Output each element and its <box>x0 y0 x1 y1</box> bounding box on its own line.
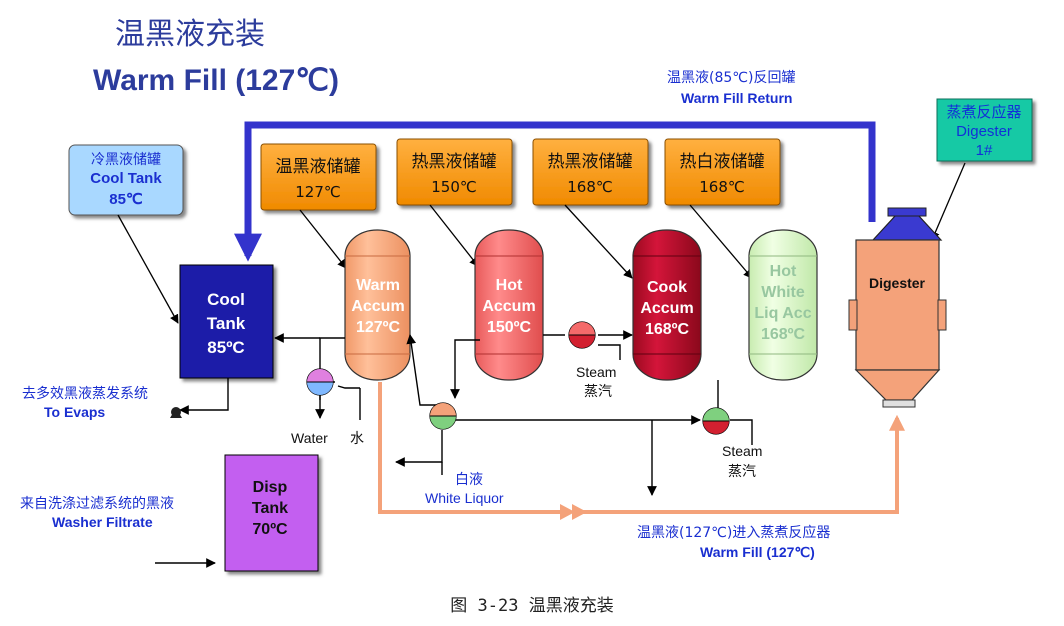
cook-accum-vessel <box>632 229 702 381</box>
warm-accum-line2: Accum <box>351 298 404 315</box>
hot-accum-line2: Accum <box>482 298 535 315</box>
warm-callout-temp: 127℃ <box>295 183 340 201</box>
warm-fill-line-a <box>378 382 570 514</box>
cool-callout-pointer <box>117 214 179 324</box>
white-liq-line2: White <box>761 284 805 301</box>
cool-tank-line3: 85ºC <box>207 338 244 357</box>
disp-tank-line2: Tank <box>252 500 288 517</box>
hot-accum-line1: Hot <box>496 277 523 294</box>
washer-label-en: Washer Filtrate <box>52 514 153 530</box>
water-label-en: Water <box>291 430 328 446</box>
title-english: Warm Fill (127℃) <box>93 64 339 97</box>
white-liq-accum-vessel <box>748 229 818 381</box>
disp-tank-line3: 70ºC <box>252 521 288 538</box>
evaps-label-cn: 去多效黑液蒸发系统 <box>22 385 148 402</box>
cool-tank-line2: Tank <box>207 314 246 333</box>
warm-fill-mix-point <box>560 504 587 520</box>
white-callout-temp: 168℃ <box>699 178 744 196</box>
warm-accum-line1: Warm <box>356 277 400 294</box>
cool-tank-line1: Cool <box>207 290 245 309</box>
white-callout-cn: 热白液储罐 <box>680 152 765 172</box>
digester-callout-box <box>936 98 1033 162</box>
digester-vessel <box>848 207 947 408</box>
hot-callout-box <box>396 138 513 206</box>
steam-1-label-cn: 蒸汽 <box>584 384 612 400</box>
title-chinese: 温黑液充装 <box>115 17 265 52</box>
white-liquor-label-en: White Liquor <box>425 490 504 506</box>
disp-tank-line1: Disp <box>253 479 288 496</box>
hot-accum-vessel <box>474 229 544 381</box>
washer-label-cn: 来自洗涤过滤系统的黑液 <box>20 496 174 512</box>
warm-accum-vessel <box>344 229 411 381</box>
cook-callout-temp: 168℃ <box>567 178 612 196</box>
hot-accum-line3: 150ºC <box>487 319 532 336</box>
warm-callout-pointer <box>299 209 347 269</box>
warm-callout-cn: 温黑液储罐 <box>276 157 361 177</box>
warm-fill-line-b <box>580 414 905 514</box>
digester-label: Digester <box>869 275 926 291</box>
cook-accum-line2: Accum <box>640 300 693 317</box>
digester-callout <box>936 98 1033 162</box>
return-line-label-cn: 温黑液(85℃)反回罐 <box>667 70 795 86</box>
white-liquor-exchanger <box>429 402 457 430</box>
steam-exchanger-2 <box>702 407 730 435</box>
warm-fill-out-label-cn: 温黑液(127℃)进入蒸煮反应器 <box>637 524 830 541</box>
cool-callout-temp: 85℃ <box>109 191 143 208</box>
return-line-label-en: Warm Fill Return <box>681 90 793 106</box>
cook-accum-line3: 168ºC <box>645 321 690 338</box>
hot-callout-pointer <box>429 204 479 267</box>
warm-fill-out-label-en: Warm Fill (127℃) <box>700 544 815 560</box>
disp-tank <box>224 454 319 572</box>
cool-callout-en: Cool Tank <box>90 170 162 187</box>
hot-callout-cn: 热黑液储罐 <box>412 152 497 172</box>
digester-callout-num: 1# <box>976 142 993 159</box>
steam-1-label-en: Steam <box>576 364 616 380</box>
evaps-pump-icon <box>170 407 182 418</box>
cook-callout-pointer <box>564 204 633 279</box>
water-cooler-exchanger <box>306 368 334 396</box>
warm-callout-box <box>260 143 377 211</box>
cook-callout-cn: 热黑液储罐 <box>548 152 633 172</box>
water-label-cn: 水 <box>350 431 364 447</box>
cool-callout-box <box>68 144 184 216</box>
hot-callout-temp: 150℃ <box>431 178 476 196</box>
cool-tank <box>179 264 274 379</box>
white-liquor-label-cn: 白液 <box>455 472 483 488</box>
steam-2-label-en: Steam <box>722 443 762 459</box>
white-liq-line4: 168ºC <box>761 326 806 343</box>
steam-2-label-cn: 蒸汽 <box>728 464 756 480</box>
white-liq-line3: Liq Acc <box>754 305 811 322</box>
evaps-label-en: To Evaps <box>44 404 105 420</box>
white-callout-box <box>664 138 781 206</box>
digester-callout-cn: 蒸煮反应器 <box>946 103 1021 121</box>
warm-accum-line3: 127ºC <box>356 319 401 336</box>
warm-fill-return-line <box>234 121 876 262</box>
cook-accum-line1: Cook <box>647 279 687 296</box>
figure-caption: 图 3-23 温黑液充装 <box>450 596 613 616</box>
white-liq-line1: Hot <box>770 263 797 280</box>
cool-callout-cn: 冷黑液储罐 <box>91 152 161 168</box>
pipe-network <box>155 330 753 568</box>
cook-callout-box <box>532 138 649 206</box>
steam-exchanger-1 <box>568 321 596 349</box>
digester-callout-en: Digester <box>956 123 1012 140</box>
white-callout-pointer <box>689 204 753 279</box>
digester-callout-pointer <box>931 162 966 241</box>
